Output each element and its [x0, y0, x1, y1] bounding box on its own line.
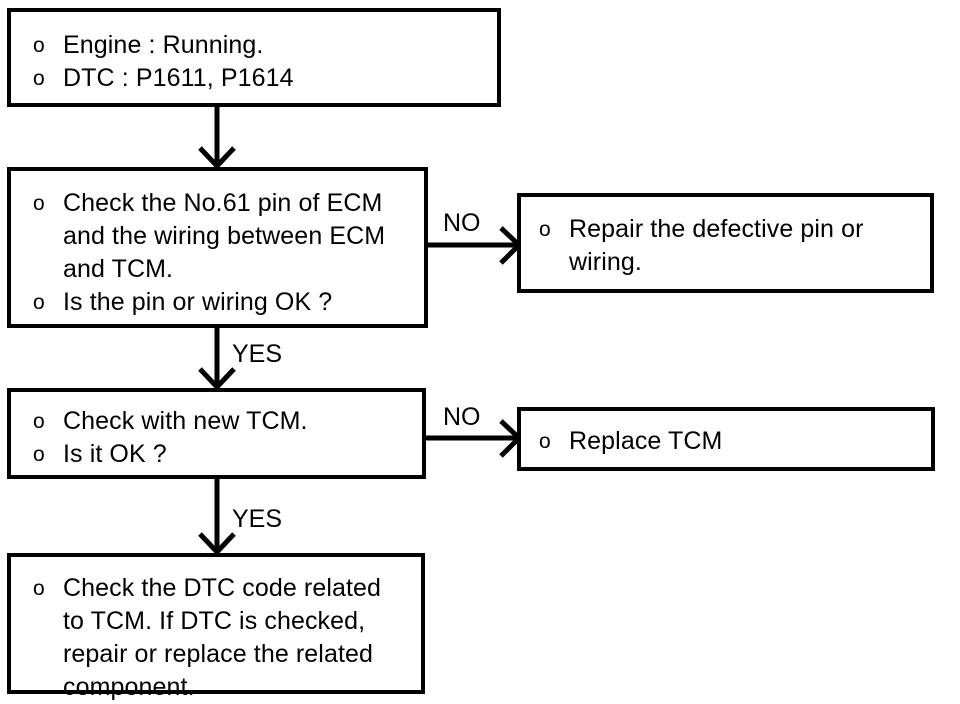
condition-box: o Engine : Running. o DTC : P1611, P1614: [7, 8, 501, 107]
list-item: o Check with new TCM.: [33, 405, 423, 438]
list-item: o DTC : P1611, P1614: [33, 62, 483, 95]
list-item: o Check the DTC code related to TCM. If …: [33, 572, 423, 704]
replace-tcm-box: o Replace TCM: [517, 407, 935, 471]
bullet-icon: o: [539, 430, 551, 453]
connector-condition-to-check-pin: [198, 106, 236, 170]
bullet-icon: o: [33, 410, 45, 433]
edge-label-yes-tcm: YES: [232, 505, 283, 533]
replace-tcm-line-1: Replace TCM: [569, 427, 723, 455]
condition-line-1: Engine : Running.: [63, 31, 264, 59]
edge-label-yes-pin: YES: [232, 340, 283, 368]
bullet-icon: o: [33, 291, 45, 314]
bullet-icon: o: [33, 443, 45, 466]
edge-label-no-pin: NO: [443, 209, 481, 237]
check-dtc-line-1: Check the DTC code related to TCM. If DT…: [63, 574, 382, 701]
bullet-icon: o: [33, 577, 45, 600]
list-item: o Repair the defective pin or wiring.: [539, 213, 929, 279]
check-pin-line-2: Is the pin or wiring OK ?: [63, 288, 333, 316]
list-item: o Replace TCM: [539, 425, 929, 458]
connector-check-pin-to-check-tcm: [198, 328, 236, 391]
connector-check-tcm-to-check-dtc: [198, 478, 236, 556]
repair-pin-box: o Repair the defective pin or wiring.: [517, 193, 934, 293]
list-item: o Check the No.61 pin of ECM and the wir…: [33, 187, 423, 286]
list-item: o Is the pin or wiring OK ?: [33, 286, 423, 319]
check-dtc-box: o Check the DTC code related to TCM. If …: [7, 553, 425, 701]
condition-line-2: DTC : P1611, P1614: [63, 64, 294, 92]
check-tcm-line-2: Is it OK ?: [63, 440, 167, 468]
list-item: o Is it OK ?: [33, 438, 423, 471]
check-tcm-line-1: Check with new TCM.: [63, 407, 308, 435]
check-tcm-box: o Check with new TCM. o Is it OK ?: [7, 388, 426, 479]
bullet-icon: o: [539, 218, 551, 241]
check-pin-box: o Check the No.61 pin of ECM and the wir…: [7, 167, 428, 328]
bullet-icon: o: [33, 67, 45, 90]
bullet-icon: o: [33, 192, 45, 215]
check-pin-line-1: Check the No.61 pin of ECM and the wirin…: [63, 189, 386, 283]
list-item: o Engine : Running.: [33, 29, 483, 62]
bullet-icon: o: [33, 34, 45, 57]
edge-label-no-tcm: NO: [443, 403, 481, 431]
repair-pin-line-1: Repair the defective pin or wiring.: [569, 215, 864, 276]
